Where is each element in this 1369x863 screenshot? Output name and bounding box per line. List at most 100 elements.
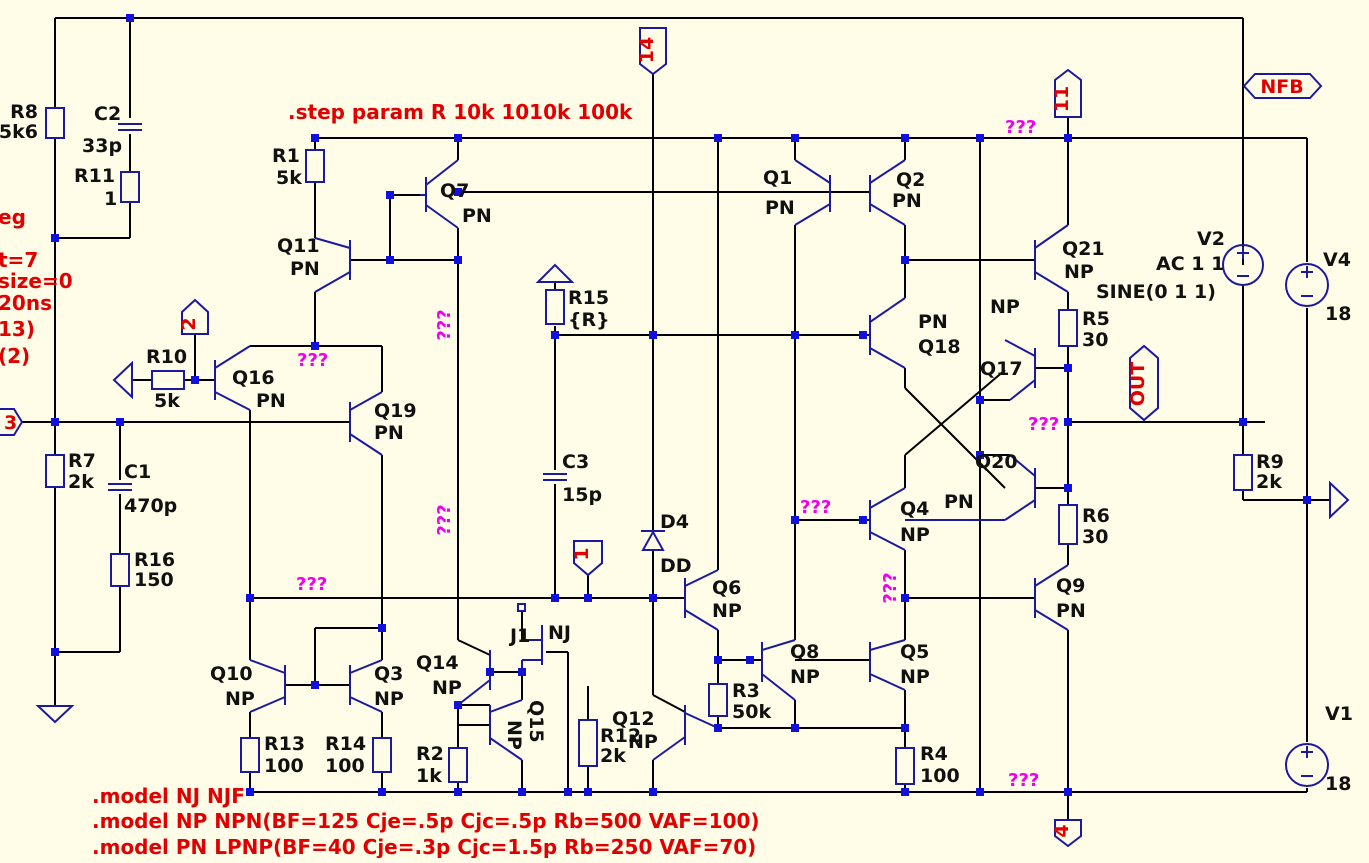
port-1-label: 1 [571,547,593,560]
r7-name: R7 [68,450,96,472]
r16-name: R16 [134,549,175,571]
r5-value: 30 [1082,329,1108,351]
port-out-label: OUT [1127,362,1149,407]
r3-value: 50k [732,701,771,723]
resistor-r10[interactable] [151,370,185,390]
transistor-q21[interactable] [1034,224,1069,293]
c2-value: 33p [82,135,122,157]
q6-name: Q6 [712,577,741,599]
r5-name: R5 [1082,308,1110,330]
port-4[interactable]: 4 [1051,819,1082,848]
q2-model: PN [892,190,922,212]
ground-symbol-r10 [112,360,133,400]
jfet-j1[interactable] [517,603,543,672]
port-nfb[interactable]: NFB [1242,73,1323,99]
q20-name: Q20 [975,451,1018,473]
unknown-net-markers: ??? ??? ??? ??? ??? ??? ??? ??? ??? [296,117,1059,791]
model-nj-directive[interactable]: .model NJ NJF [92,784,245,808]
port-2[interactable]: 2 [178,298,209,335]
resistor-r7[interactable] [45,454,65,488]
transistor-q4[interactable] [869,487,906,551]
transistor-q20[interactable] [905,454,1036,521]
r14-value: 100 [325,755,365,777]
port-11[interactable]: 11 [1051,68,1082,118]
resistor-r13[interactable] [240,737,260,773]
transistor-q19[interactable] [349,391,383,456]
source-v4[interactable] [1285,263,1329,307]
partial-directive-line: t=7 [0,248,38,272]
r1-name: R1 [272,145,300,167]
resistor-r12[interactable] [578,719,598,767]
transistor-q5[interactable] [869,639,906,691]
capacitor-c3[interactable] [543,473,567,481]
r9-value: 2k [1256,471,1282,493]
port-2-label: 2 [178,317,200,330]
q15-name: Q15 [525,700,547,743]
resistor-r9[interactable] [1233,454,1253,491]
resistor-r1[interactable] [305,149,325,183]
port-1[interactable]: 1 [571,540,603,577]
partial-directive-line: eg [0,205,26,229]
q5-name: Q5 [900,641,929,663]
resistor-r16[interactable] [110,553,130,587]
q17-name: Q17 [980,358,1023,380]
r15-name: R15 [568,287,609,309]
capacitor-c1[interactable] [108,483,132,491]
model-np-directive[interactable]: .model NP NPN(BF=125 Cje=.5p Cjc=.5p Rb=… [92,809,760,833]
transistor-q7[interactable] [420,159,459,229]
c1-value: 470p [124,495,177,517]
q14-name: Q14 [416,652,459,674]
source-v2[interactable] [1222,244,1264,286]
transistor-q14[interactable] [457,650,491,706]
transistor-q12[interactable] [652,705,719,761]
q17-model: NP [990,296,1020,318]
q9-model: PN [1056,600,1086,622]
r8-name: R8 [10,101,38,123]
r8-value: 5k6 [0,121,38,143]
transistor-q9[interactable] [1034,564,1069,631]
q20-model: PN [944,491,974,513]
diode-d4[interactable] [641,529,665,551]
q18-name: Q18 [918,336,961,358]
step-directive[interactable]: .step param R 10k 1010k 100k [288,100,633,124]
j1-model: NJ [548,622,571,644]
port-3[interactable]: 3 [0,408,24,436]
capacitor-c2[interactable] [118,123,142,131]
transistor-q16[interactable] [214,345,251,411]
transistor-q1[interactable] [794,159,831,226]
r10-value: 5k [154,390,180,412]
resistor-r6[interactable] [1058,504,1078,545]
transistor-q17[interactable] [1004,339,1036,401]
transistor-q11[interactable] [314,237,351,293]
transistor-q2[interactable] [869,159,906,226]
source-v1[interactable] [1285,743,1329,787]
port-out[interactable]: OUT [1127,344,1159,422]
resistor-r8[interactable] [45,107,65,139]
q16-model: PN [256,390,286,412]
model-pn-directive[interactable]: .model PN LPNP(BF=40 Cje=.3p Cjc=1.5p Rb… [92,835,756,859]
unknown-marker: ??? [296,574,327,595]
r16-value: 150 [134,569,174,591]
resistor-r14[interactable] [372,737,392,773]
q11-model: PN [290,258,320,280]
transistor-q15[interactable] [489,699,523,761]
transistor-q8[interactable] [761,639,796,701]
resistor-r15[interactable] [545,289,565,325]
transistor-q10[interactable] [249,659,286,713]
q12-model: NP [628,731,658,753]
resistor-r3[interactable] [708,683,728,717]
spice-directives: .step param R 10k 1010k 100k .model NJ N… [0,100,760,859]
transistor-q3[interactable] [349,659,383,713]
r10-name: R10 [146,346,187,368]
q10-name: Q10 [210,663,253,685]
resistor-r5[interactable] [1058,309,1078,347]
port-14-label: 14 [636,37,658,63]
resistor-r2[interactable] [448,747,468,783]
transistor-q6[interactable] [684,569,719,631]
r12-name: R12 [600,725,641,747]
transistor-q18[interactable] [869,297,906,369]
port-14[interactable]: 14 [636,27,667,76]
resistor-r11[interactable] [120,171,140,203]
ground-symbol [35,705,75,724]
resistor-r4[interactable] [895,747,915,785]
